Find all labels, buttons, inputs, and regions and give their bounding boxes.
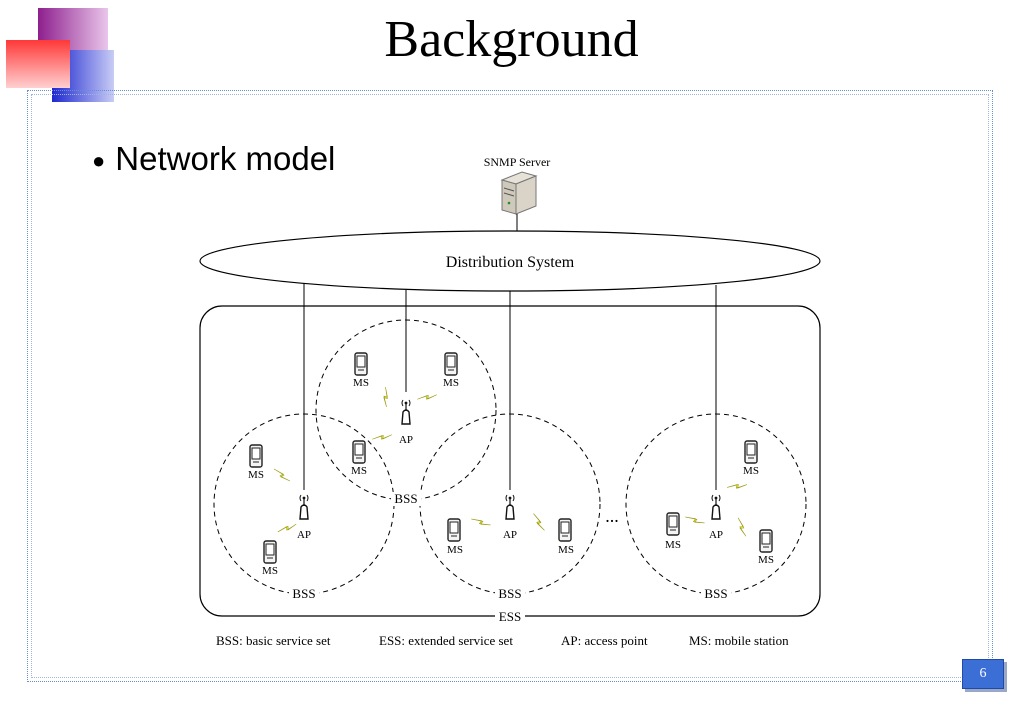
bss-circle-4: [625, 413, 807, 595]
bss-circle-2: [315, 319, 497, 501]
bss-label-1: BSS: [292, 586, 315, 601]
access-point-icon: [401, 399, 411, 425]
ms-label: MS: [443, 377, 459, 389]
content-frame-inner: [31, 94, 989, 678]
ms-label: MS: [447, 544, 463, 556]
slide-title: Background: [384, 11, 639, 68]
ms-label: MS: [558, 544, 574, 556]
ap-label: AP: [709, 529, 723, 541]
access-point-icon: [505, 494, 515, 520]
ms-label: MS: [353, 377, 369, 389]
access-point-icon: [299, 494, 309, 520]
signal-bolt-icon: [471, 513, 491, 531]
signal-bolt-icon: [726, 475, 748, 497]
mobile-station-icon: [447, 518, 461, 542]
bullet-text: Network model: [115, 140, 336, 177]
signal-bolt-icon: [685, 511, 705, 529]
bss-label-2: BSS: [394, 491, 417, 506]
legend-ap: AP: access point: [561, 633, 648, 648]
mobile-station-icon: [444, 352, 458, 376]
access-point-icon: [711, 494, 721, 520]
mobile-station-icon: [263, 540, 277, 564]
server-icon: [500, 171, 538, 215]
server-label: SNMP Server: [484, 155, 551, 169]
ms-label: MS: [248, 469, 264, 481]
ms-label: MS: [743, 465, 759, 477]
mobile-station-icon: [354, 352, 368, 376]
mobile-station-icon: [744, 440, 758, 464]
signal-bolt-icon: [371, 426, 393, 448]
page-number: 6: [962, 659, 1004, 689]
signal-bolt-icon: [273, 468, 291, 482]
ms-label: MS: [758, 554, 774, 566]
corner-decoration: [0, 0, 120, 105]
signal-bolt-icon: [277, 517, 297, 539]
signal-bolt-icon: [416, 386, 438, 408]
more-bss-ellipsis: ...: [605, 506, 619, 526]
mobile-station-icon: [558, 518, 572, 542]
bullet-dot-icon: ●: [92, 148, 106, 174]
mobile-station-icon: [249, 444, 263, 468]
ms-label: MS: [351, 465, 367, 477]
ap-label: AP: [503, 529, 517, 541]
ms-label: MS: [262, 565, 278, 577]
legend-ms: MS: mobile station: [689, 633, 789, 648]
ap-label: AP: [399, 434, 413, 446]
bullet-item: ● Network model: [92, 140, 335, 178]
content-frame: [27, 90, 993, 682]
ap-label: AP: [297, 529, 311, 541]
ms-label: MS: [665, 539, 681, 551]
bss-label-3: BSS: [498, 586, 521, 601]
distribution-system-label: Distribution System: [446, 254, 575, 271]
legend-bss: BSS: basic service set: [216, 633, 331, 648]
mobile-station-icon: [666, 512, 680, 536]
signal-bolt-icon: [375, 386, 397, 408]
ess-label: ESS: [499, 609, 521, 624]
signal-bolt-icon: [529, 513, 549, 531]
mobile-station-icon: [759, 529, 773, 553]
signal-bolt-icon: [731, 517, 753, 537]
mobile-station-icon: [352, 440, 366, 464]
bss-label-4: BSS: [704, 586, 727, 601]
legend-ess: ESS: extended service set: [379, 633, 513, 648]
